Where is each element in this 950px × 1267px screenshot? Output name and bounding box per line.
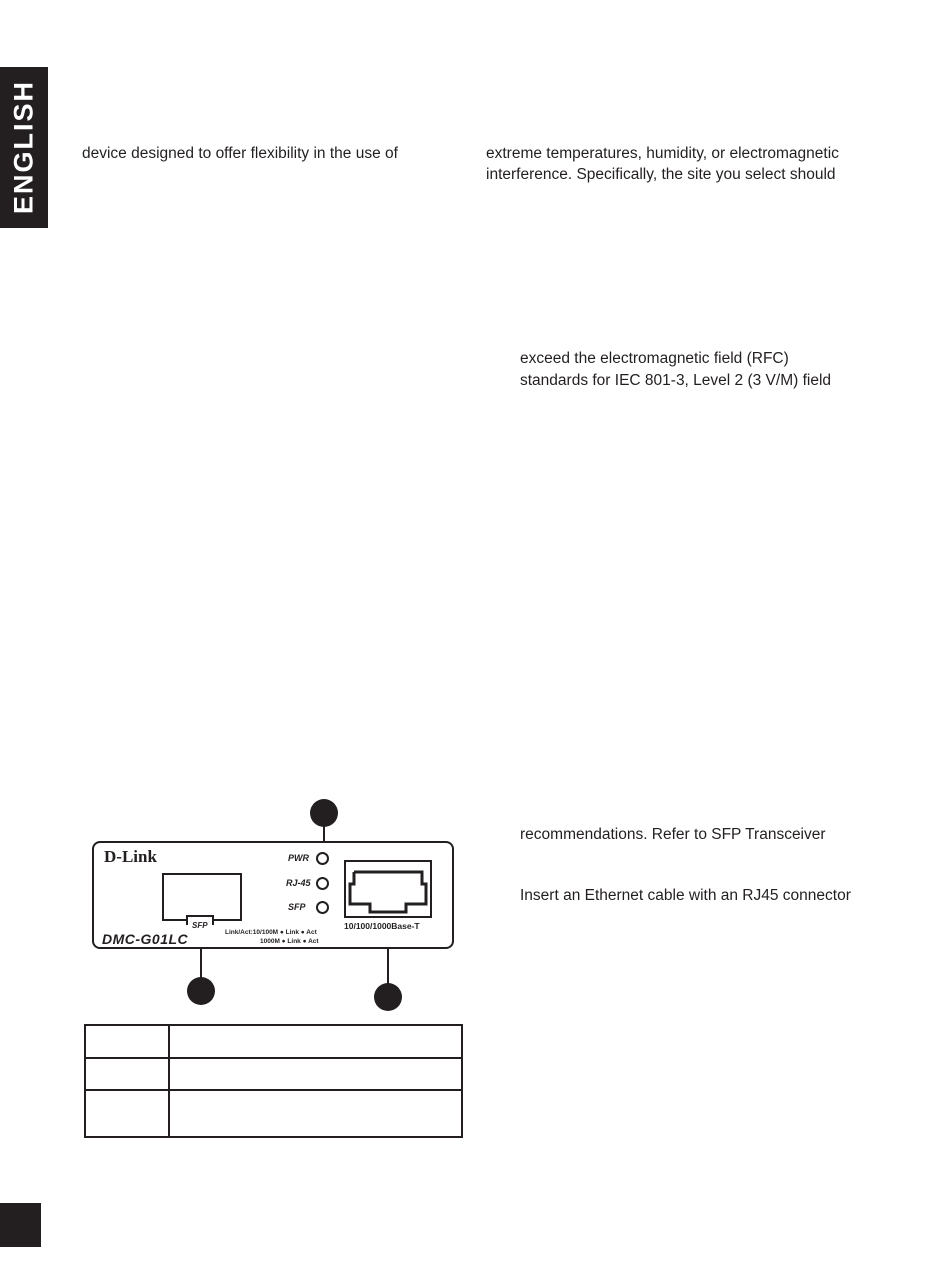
leader-line [200, 949, 202, 979]
leader-line [387, 949, 389, 985]
table-cell [84, 1024, 170, 1059]
right-column-text-line: extreme temperatures, humidity, or elect… [486, 145, 839, 162]
table-cell [84, 1057, 170, 1091]
sfp-port-notch [186, 915, 214, 925]
page-number-box [0, 1203, 41, 1247]
led-legend-line: 1000M ● Link ● Act [260, 938, 319, 945]
language-tab-label: ENGLISH [8, 79, 39, 215]
led-indicator-rj45 [316, 877, 329, 890]
bullet-text-line: exceed the electromagnetic field (RFC) [520, 350, 789, 367]
callout-marker-led [310, 799, 338, 827]
right-column-text-line: interference. Specifically, the site you… [486, 166, 836, 183]
led-label-pwr: PWR [288, 853, 309, 863]
table-cell [168, 1057, 463, 1091]
port-description-table [84, 1024, 463, 1138]
rj45-port-label: 10/100/1000Base-T [344, 921, 420, 931]
model-name: DMC-G01LC [102, 931, 189, 947]
brand-logo: D-Link [104, 847, 157, 866]
rj45-port-shape [348, 870, 428, 914]
rj45-port [344, 860, 432, 918]
left-column-text-line: device designed to offer flexibility in … [82, 145, 398, 162]
table-row [84, 1057, 463, 1091]
led-indicator-pwr [316, 852, 329, 865]
table-cell [168, 1024, 463, 1059]
insert-cable-text-line: Insert an Ethernet cable with an RJ45 co… [520, 887, 851, 904]
callout-marker-rj45 [374, 983, 402, 1011]
recommendations-text-line: recommendations. Refer to SFP Transceive… [520, 826, 826, 843]
sfp-port-label: SFP [192, 921, 208, 930]
led-indicator-sfp [316, 901, 329, 914]
table-row [84, 1089, 463, 1138]
table-row [84, 1024, 463, 1059]
sfp-port [162, 873, 242, 921]
table-cell [84, 1089, 170, 1138]
table-cell [168, 1089, 463, 1138]
leader-line [323, 826, 325, 842]
bullet-text-line: standards for IEC 801-3, Level 2 (3 V/M)… [520, 372, 832, 389]
device-front-panel: D-Link DMC-G01LC SFP PWR RJ-45 SFP Link/… [92, 841, 454, 949]
language-tab: ENGLISH [0, 67, 48, 228]
led-legend-line: Link/Act:10/100M ● Link ● Act [225, 929, 317, 936]
callout-marker-sfp [187, 977, 215, 1005]
led-label-sfp: SFP [288, 902, 306, 912]
led-label-rj45: RJ-45 [286, 878, 311, 888]
